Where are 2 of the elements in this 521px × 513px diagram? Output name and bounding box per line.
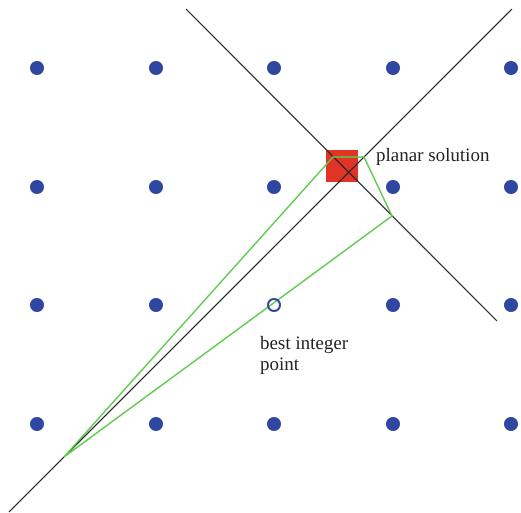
point-label: planar solution	[376, 145, 490, 166]
point-label: best integer point	[260, 333, 350, 375]
